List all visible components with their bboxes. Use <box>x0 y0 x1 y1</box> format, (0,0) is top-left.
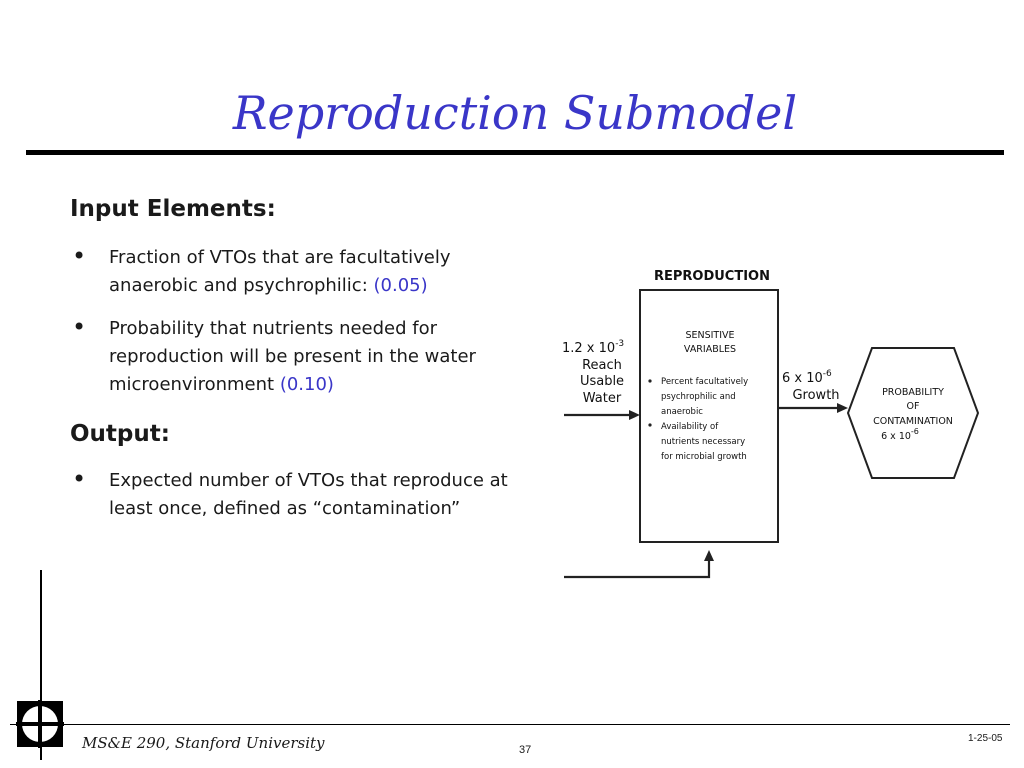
input-bullet-probability: • Probability that nutrients needed for … <box>72 313 532 399</box>
variable-1-line-3: anaerobic <box>661 407 703 417</box>
feedback-arrowhead-icon <box>704 550 714 561</box>
title-divider <box>26 150 1004 155</box>
input-value-base: 1.2 x 10 <box>562 341 615 356</box>
output-bullet-expected: • Expected number of VTOs that reproduce… <box>72 465 532 523</box>
input-label-line-2: Usable <box>580 374 624 389</box>
output-label: Growth <box>792 388 839 403</box>
variable-2-line-2: nutrients necessary <box>661 437 745 447</box>
output-value-exponent: -6 <box>823 369 832 379</box>
output-heading: Output: <box>70 421 170 447</box>
bullet-dot-icon: • <box>72 465 87 493</box>
page-number: 37 <box>519 744 532 756</box>
input-arrowhead-icon <box>629 410 640 420</box>
hex-line-1: PROBABILITY <box>882 387 944 398</box>
hex-line-2: OF <box>907 401 920 412</box>
hex-value: 6 x 10-6 <box>881 427 919 442</box>
output-value-base: 6 x 10 <box>782 371 823 386</box>
output-arrowhead-icon <box>837 403 848 413</box>
hex-line-3: CONTAMINATION <box>873 416 953 427</box>
input-bullet-fraction: • Fraction of VTOs that are facultativel… <box>72 242 532 300</box>
slide-title: Reproduction Submodel <box>232 86 798 140</box>
input-elements-heading: Input Elements: <box>70 196 276 222</box>
variable-2-line-1: Availability of <box>661 422 719 432</box>
bullet-dot-icon: • <box>72 242 87 270</box>
variable-1-line-1: Percent facultatively <box>661 377 748 387</box>
bullet-text: Fraction of VTOs that are facultatively … <box>109 244 532 300</box>
variable-1-line-2: psychrophilic and <box>661 392 736 402</box>
feedback-arrow <box>564 560 711 579</box>
bullet-value: (0.10) <box>279 374 334 395</box>
input-label-line-1: Reach <box>582 358 622 373</box>
input-label-line-3: Water <box>583 391 622 406</box>
sensitive-label-2: VARIABLES <box>684 344 736 355</box>
bullet-value: (0.05) <box>373 275 428 296</box>
bullet-text: Probability that nutrients needed for re… <box>109 315 532 399</box>
footer-horizontal-rule <box>10 724 1010 725</box>
probability-hexagon <box>846 347 980 479</box>
footer-date: 1-25-05 <box>968 733 1003 744</box>
variable-dot-icon <box>648 379 652 383</box>
output-value: 6 x 10-6 <box>782 369 832 386</box>
reproduction-box <box>639 289 779 543</box>
sensitive-label-1: SENSITIVE <box>685 330 734 341</box>
footer-vertical-rule <box>40 570 42 760</box>
bullet-dot-icon: • <box>72 313 87 341</box>
box-title: REPRODUCTION <box>654 269 770 284</box>
bullet-text: Expected number of VTOs that reproduce a… <box>109 470 508 519</box>
input-value: 1.2 x 10-3 <box>562 339 624 356</box>
bullet-label: Probability that nutrients needed for re… <box>109 318 476 395</box>
input-value-exponent: -3 <box>615 339 624 349</box>
reproduction-diagram: REPRODUCTION SENSITIVE VARIABLES Percent… <box>562 269 980 579</box>
crosshair-logo-icon <box>16 700 64 748</box>
footer-course: MS&E 290, Stanford University <box>82 734 325 752</box>
variable-2-line-3: for microbial growth <box>661 452 747 462</box>
variable-dot-icon <box>648 423 652 427</box>
hex-value-exponent: -6 <box>911 427 919 436</box>
bullet-label: Fraction of VTOs that are facultatively … <box>109 247 451 296</box>
hex-value-base: 6 x 10 <box>881 431 911 442</box>
